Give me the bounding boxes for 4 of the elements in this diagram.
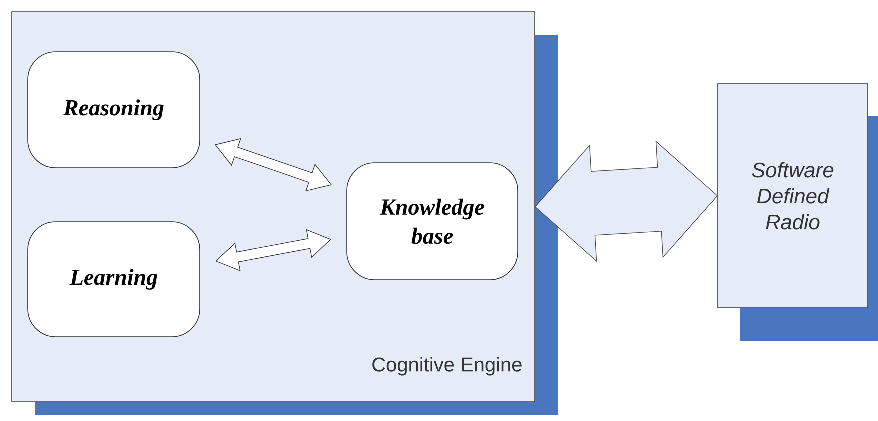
rounded-box: Learning <box>28 222 200 338</box>
radio-box: Software Defined Radio <box>718 84 878 341</box>
rounded-box: Knowledge base <box>346 162 518 280</box>
rounded-box: Reasoning <box>28 52 200 168</box>
